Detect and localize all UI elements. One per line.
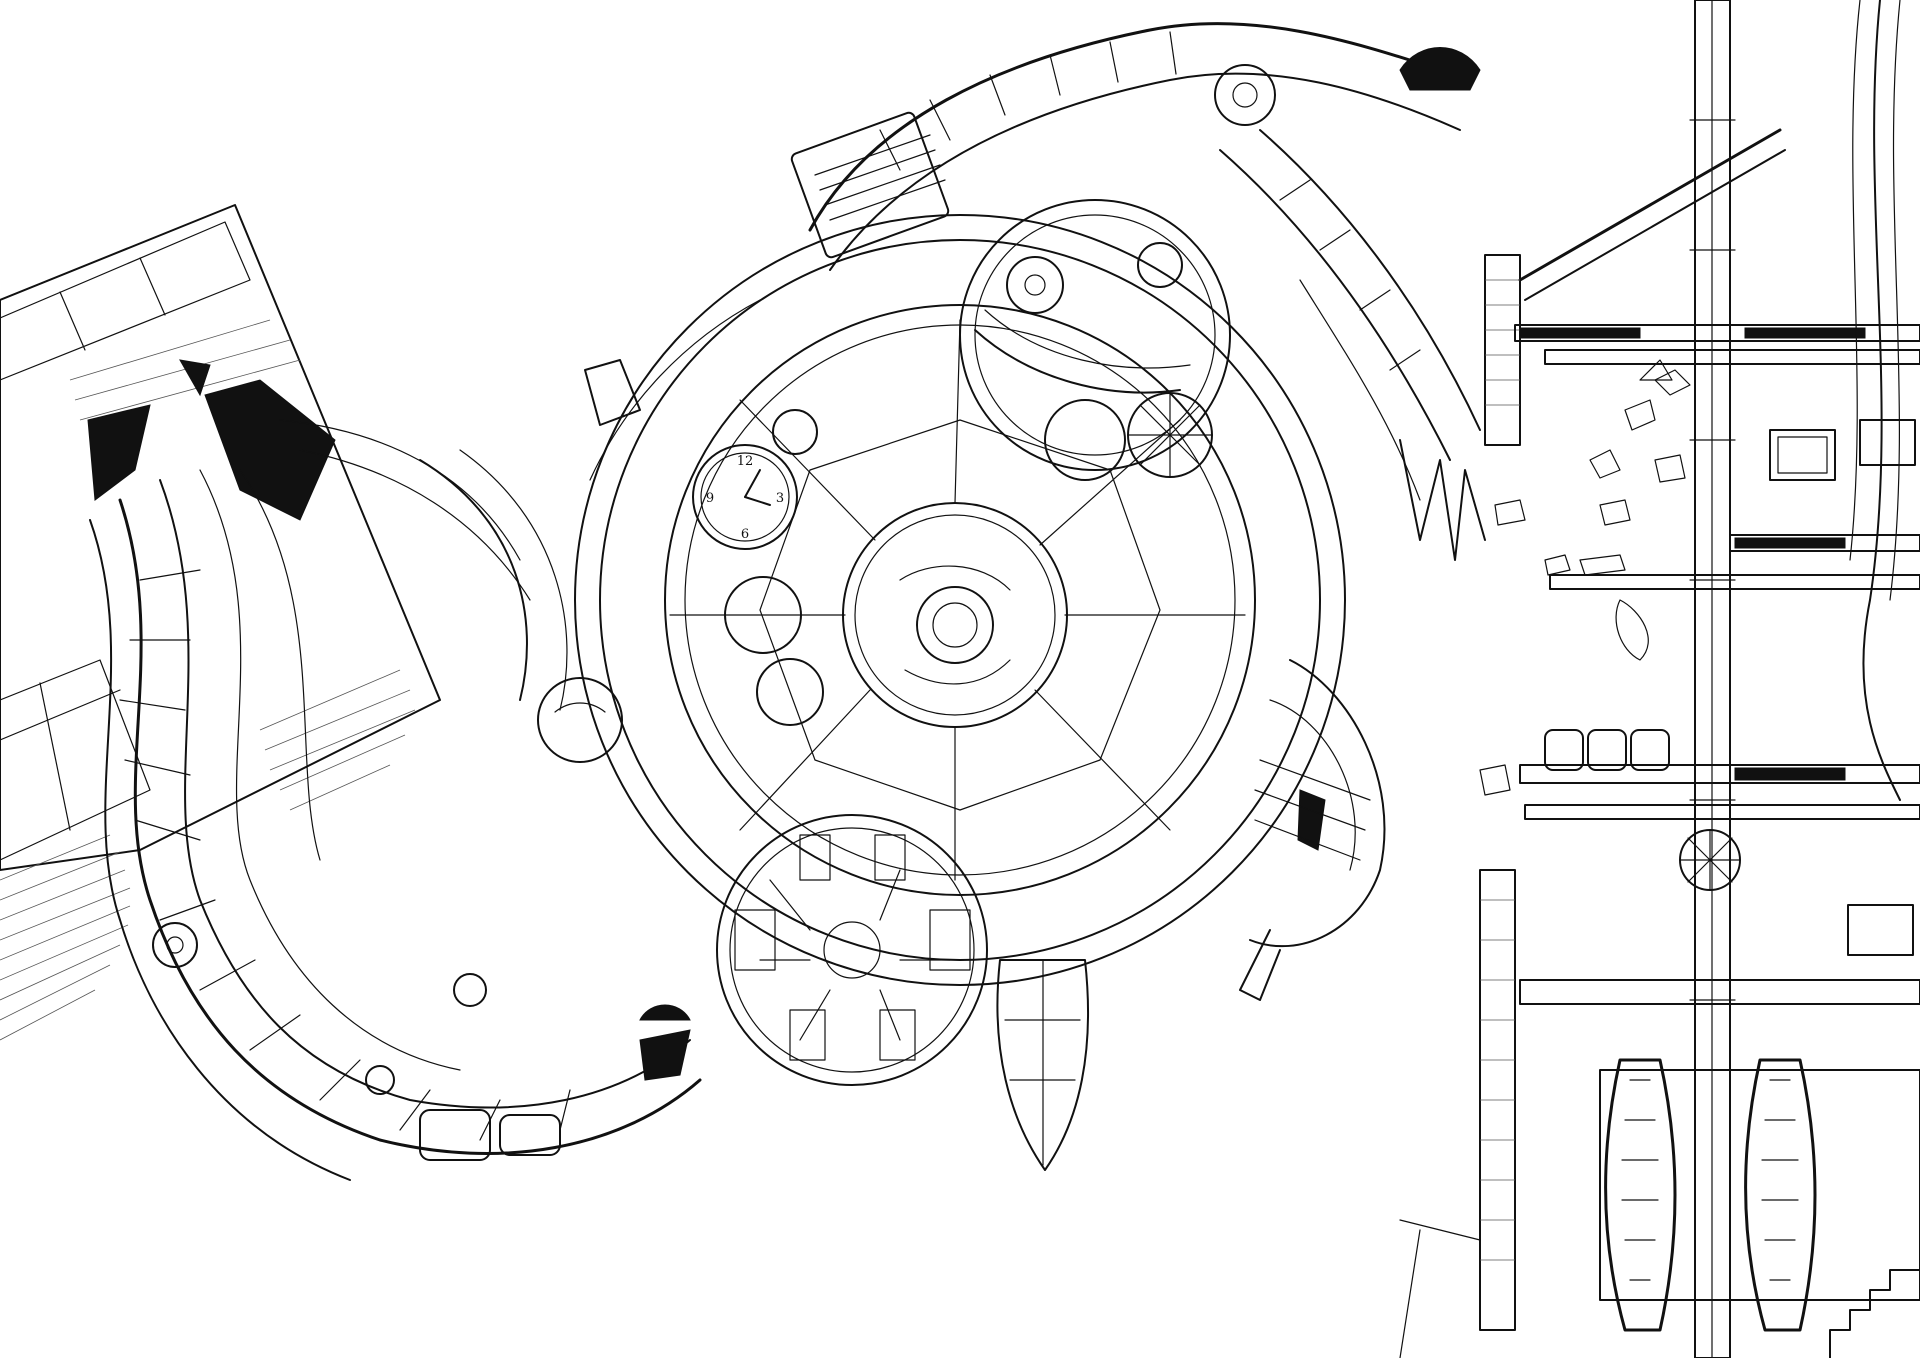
clock-numeral: 3 [776,491,784,506]
right-pod-machinery [1239,659,1386,1001]
clock-numeral: 6 [741,527,749,542]
sphere-ornament [537,677,623,763]
fisheye-town-view [716,814,988,1086]
frame-line [1399,1219,1481,1358]
clock-face-small [724,576,802,654]
clock-face-small [772,409,818,455]
workshop-tower [1479,0,1920,1358]
clock-face-small [756,658,824,726]
tilted-house [0,204,441,1041]
flying-debris [1479,359,1691,796]
rocket-pod [996,959,1090,1171]
clock-numeral: 12 [737,454,754,469]
left-tendril [89,419,702,1181]
gear-wheel-upper [959,199,1231,481]
clock-numeral: 9 [706,491,714,506]
mechanical-arm [790,22,1486,561]
clock-face-left: 12 3 6 9 [692,444,798,550]
clockwork-wheel [574,214,1346,986]
